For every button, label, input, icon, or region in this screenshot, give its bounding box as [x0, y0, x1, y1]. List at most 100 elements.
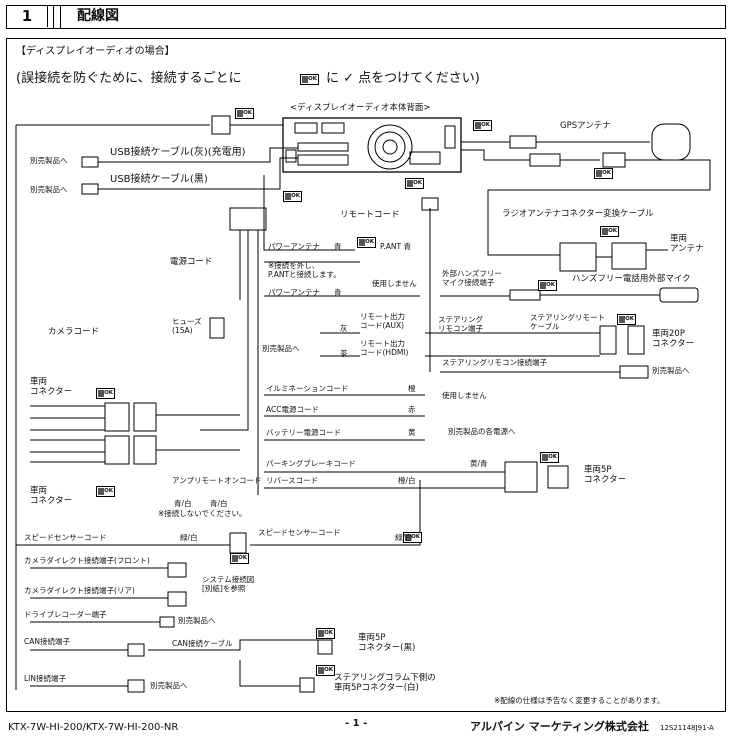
label-remove-note: ※接続を外し、 P.ANTと接続します。	[268, 261, 341, 279]
label-power-antenna2: パワーアンテナ	[268, 288, 320, 297]
label-red: 赤	[408, 405, 416, 414]
footer-model: KTX-7W-HI-200/KTX-7W-HI-200-NR	[8, 722, 179, 733]
label-reverse: リバースコード	[266, 476, 319, 485]
ok-checkbox[interactable]: OK	[540, 452, 559, 463]
label-gray: 灰	[340, 324, 348, 333]
label-no-connect: ※接続しないでください。	[158, 509, 247, 518]
label-not-used: 使用しません	[372, 279, 417, 288]
ok-checkbox[interactable]: OK	[96, 388, 115, 399]
label-sold-3: 別売製品へ	[262, 344, 300, 353]
label-power-cord: 電源コード	[170, 257, 213, 267]
label-power-antenna: パワーアンテナ	[268, 242, 320, 251]
footer-company: アルパイン マーケティング株式会社	[470, 720, 649, 733]
label-lin-terminal: LIN接続端子	[24, 674, 67, 683]
label-blue: 青	[334, 242, 342, 251]
label-remote-cord: リモートコード	[340, 210, 400, 220]
footer-doc-code: 12S21148J91-A	[660, 724, 714, 732]
ok-checkbox[interactable]: OK	[230, 553, 249, 564]
label-blue-white-1: 青/白	[174, 499, 192, 508]
ok-checkbox[interactable]: OK	[405, 178, 424, 189]
diagram-frame	[6, 38, 726, 712]
label-remote-aux: リモート出力 コード(AUX)	[360, 312, 405, 330]
label-parking-brake: パーキングブレーキコード	[266, 459, 356, 468]
label-sold-6: 別売製品へ	[150, 681, 188, 690]
ok-checkbox[interactable]: OK	[357, 237, 376, 248]
label-steering-column: ステアリングコラム下側の 車両5Pコネクター(白)	[334, 673, 436, 693]
section-header: 1 配線図	[6, 4, 726, 29]
label-sold-1: 別売製品へ	[30, 156, 68, 165]
label-cam-front: カメラダイレクト接続端子(フロント)	[24, 556, 150, 565]
label-speed-sensor-2: スピードセンサーコード	[258, 528, 341, 537]
label-fuse: ヒューズ (15A)	[172, 317, 202, 335]
instruction-after: に ✓ 点をつけてください)	[326, 71, 480, 86]
spec-note: ※配線の仕様は予告なく変更することがあります。	[494, 696, 665, 705]
ok-checkbox[interactable]: OK	[283, 191, 302, 202]
label-green-white-1: 緑/白	[180, 533, 198, 542]
label-handsfree-terminal: 外部ハンズフリー マイク接続端子	[442, 269, 502, 287]
label-can-cable: CAN接続ケーブル	[172, 639, 233, 648]
label-battery: バッテリー電源コード	[266, 428, 341, 437]
label-vehicle-antenna: 車両 アンテナ	[670, 234, 704, 254]
label-yellow-blue: 黄/青	[470, 459, 488, 468]
usb-cables	[81, 147, 298, 195]
label-vehicle-connector-2: 車両 コネクター	[30, 486, 73, 506]
label-steering-cable: ステアリングリモート ケーブル	[530, 313, 605, 331]
label-amp-remote: アンプリモートオンコード	[172, 476, 262, 485]
label-sold-4: 別売製品へ	[652, 366, 690, 375]
label-speed-sensor-1: スピードセンサーコード	[24, 533, 107, 542]
ok-checkbox[interactable]: OK	[96, 486, 115, 497]
label-orange: 橙	[408, 384, 416, 393]
ok-checkbox[interactable]: OK	[403, 532, 422, 543]
ok-checkbox[interactable]: OK	[594, 168, 613, 179]
label-green-white-2: 緑/白	[395, 533, 413, 542]
label-vehicle-20p: 車両20P コネクター	[652, 329, 695, 349]
label-system-diagram: システム接続図 [別紙]を参照	[202, 575, 255, 593]
label-can-terminal: CAN接続端子	[24, 637, 70, 646]
label-usb-gray: USB接続ケーブル(灰)(充電用)	[110, 147, 246, 158]
label-camera-cord: カメラコード	[48, 327, 100, 337]
section-divider	[53, 4, 61, 29]
label-each-power: 別売製品の各電源へ	[448, 427, 516, 436]
label-sold-2: 別売製品へ	[30, 185, 68, 194]
label-brown: 茶	[340, 349, 348, 358]
ok-checkbox[interactable]: OK	[316, 665, 335, 676]
label-cam-rear: カメラダイレクト接続端子(リア)	[24, 586, 135, 595]
label-drive-recorder: ドライブレコーダー端子	[24, 610, 107, 619]
section-number: 1	[7, 6, 48, 27]
right-trunk	[264, 197, 699, 493]
label-blue2: 青	[334, 288, 342, 297]
case-title: 【ディスプレイオーディオの場合】	[16, 46, 175, 57]
label-not-used2: 使用しません	[442, 391, 487, 400]
label-yellow: 黄	[408, 428, 416, 437]
label-usb-black: USB接続ケーブル(黒)	[110, 174, 208, 185]
label-acc: ACC電源コード	[266, 405, 319, 414]
label-radio-adapter: ラジオアンテナコネクター変換ケーブル	[502, 209, 654, 219]
lower-wiring	[16, 480, 421, 693]
label-vehicle-5p-black: 車両5P コネクター(黒)	[358, 633, 416, 653]
label-sold-5: 別売製品へ	[178, 616, 216, 625]
back-label: <ディスプレイオーディオ本体背面>	[290, 103, 431, 113]
label-vehicle-5p: 車両5P コネクター	[584, 465, 627, 485]
ok-checkbox[interactable]: OK	[538, 280, 557, 291]
instruction-before: (誤接続を防ぐために、接続するごとに	[16, 71, 242, 86]
label-vehicle-connector-1: 車両 コネクター	[30, 377, 73, 397]
ok-checkbox-header[interactable]: OK	[300, 74, 319, 85]
label-pant-blue: P.ANT 青	[380, 242, 411, 251]
ok-checkbox[interactable]: OK	[235, 108, 254, 119]
label-blue-white-2: 青/白	[210, 499, 228, 508]
ok-checkbox[interactable]: OK	[617, 314, 636, 325]
label-handsfree-mic: ハンズフリー電話用外部マイク	[572, 274, 691, 284]
ok-checkbox[interactable]: OK	[473, 120, 492, 131]
footer-page: - 1 -	[345, 718, 368, 729]
ok-checkbox[interactable]: OK	[316, 628, 335, 639]
left-vehicle-connectors	[30, 402, 240, 465]
head-unit-back	[282, 117, 462, 173]
ok-checkbox[interactable]: OK	[600, 226, 619, 237]
label-illumination: イルミネーションコード	[266, 384, 349, 393]
label-remote-hdmi: リモート出力 コード(HDMI)	[360, 339, 409, 357]
section-title: 配線図	[77, 8, 119, 24]
label-orange-white: 橙/白	[398, 476, 416, 485]
label-steering-remote-terminal: ステアリングリモコン接続端子	[442, 358, 547, 367]
gps-antenna-wire	[461, 123, 711, 272]
